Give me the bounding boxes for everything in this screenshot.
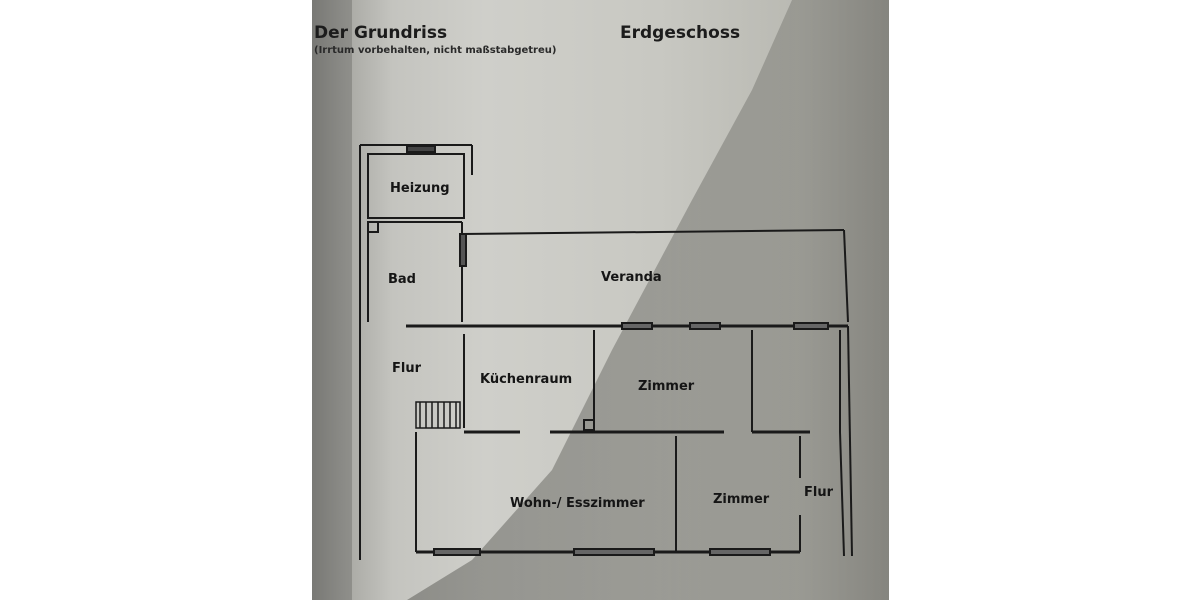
window-1 (621, 322, 653, 330)
outer-wall-right (847, 325, 853, 557)
window-living-1 (433, 548, 481, 556)
wall-veranda-right (843, 229, 849, 323)
window-living-2 (573, 548, 655, 556)
room-label-zimmer-bottom: Zimmer (713, 492, 770, 507)
floor-plan-photo: Der Grundriss (Irrtum vorbehalten, nicht… (312, 0, 889, 600)
window-3 (793, 322, 829, 330)
room-label-wohn-esszimmer: Wohn-/ Esszimmer (510, 496, 645, 511)
wall-veranda-top (461, 229, 845, 235)
page-title: Der Grundriss (314, 23, 448, 43)
door-bad (459, 233, 467, 267)
floor-label: Erdgeschoss (620, 23, 741, 43)
window-heizung (406, 145, 436, 153)
page-shadow (312, 0, 889, 600)
floor-plan-drawing (359, 144, 853, 560)
kitchen-fixture (583, 419, 595, 431)
outer-wall-right-inner (839, 431, 845, 557)
room-heizung-outline (367, 153, 465, 219)
room-label-bad: Bad (388, 272, 416, 287)
stairs (415, 401, 461, 429)
room-label-zimmer-top: Zimmer (638, 379, 695, 394)
page-subtitle: (Irrtum vorbehalten, nicht maßstabgetreu… (314, 45, 557, 56)
room-label-veranda: Veranda (601, 270, 662, 285)
window-2 (689, 322, 721, 330)
room-label-kuechenraum: Küchenraum (480, 372, 573, 387)
room-label-heizung: Heizung (390, 181, 450, 196)
bad-fixture (367, 221, 379, 233)
window-zimmer (709, 548, 771, 556)
room-label-flur-right: Flur (804, 485, 834, 500)
room-label-flur-left: Flur (392, 361, 422, 376)
